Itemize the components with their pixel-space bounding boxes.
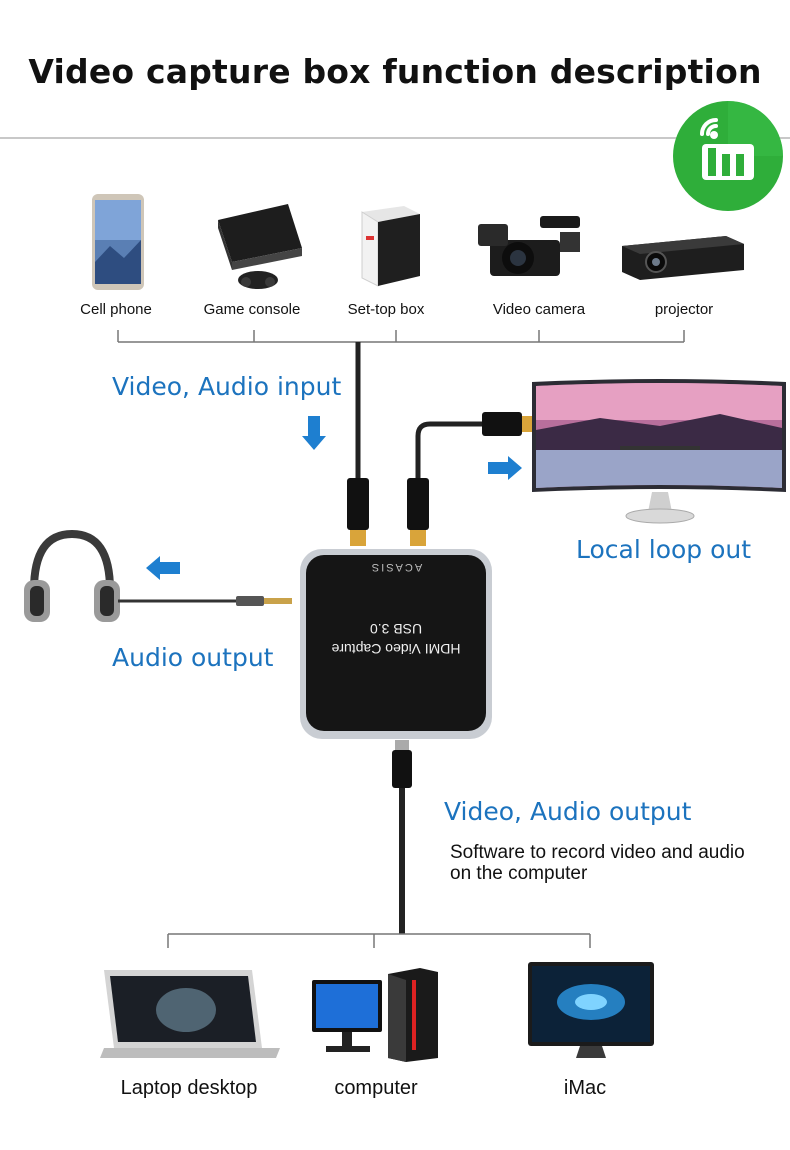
page-title: Video capture box function description — [28, 52, 762, 91]
source-label-cell-phone: Cell phone — [80, 301, 152, 318]
target-label-laptop: Laptop desktop — [120, 1077, 258, 1099]
source-label-set-top-box: Set-top box — [347, 301, 425, 318]
device-label: HDMI Video Capture — [331, 641, 460, 657]
target-label-imac: iMac — [563, 1077, 607, 1099]
hdmi-loop-cable — [407, 412, 536, 546]
wifi-store-logo-icon — [673, 101, 783, 211]
projector-icon — [622, 236, 744, 280]
usb-cable — [392, 740, 412, 934]
imac-icon — [528, 962, 654, 1058]
capture-device: HDMI Video Capture USB 3.0 ACASIS — [300, 549, 492, 739]
title-divider — [0, 137, 790, 139]
loop-out-label: Local loop out — [576, 535, 752, 564]
cell-phone-icon — [92, 194, 144, 290]
source-label-projector: projector — [654, 301, 714, 318]
software-note-line2: on the computer — [450, 863, 588, 884]
av-output-label: Video, Audio output — [444, 797, 692, 826]
arrow-right-icon — [488, 456, 522, 480]
video-camera-icon — [478, 216, 580, 276]
target-bracket — [167, 933, 591, 948]
source-label-game-console: Game console — [203, 301, 301, 318]
monitor-icon — [532, 379, 786, 524]
set-top-box-icon — [361, 206, 420, 287]
headphones-icon — [24, 529, 120, 622]
audio-output-label: Audio output — [112, 643, 274, 672]
device-usb-label: USB 3.0 — [370, 621, 422, 637]
hdmi-input-cable — [347, 342, 369, 546]
arrow-down-icon — [302, 416, 326, 450]
game-console-icon — [218, 204, 302, 289]
target-label-computer: computer — [334, 1077, 418, 1099]
desktop-computer-icon — [312, 968, 438, 1062]
arrow-left-icon — [146, 556, 180, 580]
source-label-video-camera: Video camera — [492, 301, 586, 318]
software-note: Software to record video and audio on th… — [450, 842, 745, 884]
input-label: Video, Audio input — [112, 372, 342, 401]
audio-cable — [118, 596, 292, 606]
software-note-line1: Software to record video and audio — [450, 842, 745, 863]
source-bracket — [117, 330, 685, 343]
laptop-icon — [100, 970, 280, 1058]
device-brand: ACASIS — [370, 561, 422, 573]
